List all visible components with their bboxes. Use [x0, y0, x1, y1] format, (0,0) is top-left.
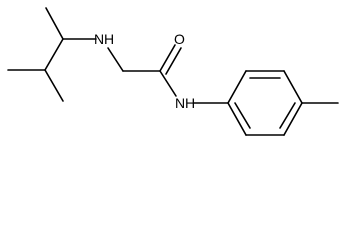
bond-carbonyl-to-nh	[159, 70, 177, 97]
atom-labels: N H O N H	[94, 31, 195, 111]
ring-bond-6	[227, 102, 247, 136]
bond-carbonyl-double-a	[159, 44, 176, 72]
ring-bond-1	[227, 70, 247, 104]
atom-o-carbonyl: O	[174, 31, 185, 47]
bond-carbonyl-double-b	[165, 47, 182, 75]
bond-nh-to-ch2	[107, 47, 124, 72]
structure-svg: N H O N H	[7, 7, 339, 136]
ring-inner-bond-right	[279, 102, 296, 129]
ring-inner-bond-left	[234, 102, 251, 129]
bond-methyl-lower	[44, 69, 64, 102]
molecule-diagram: N H O N H	[7, 7, 339, 136]
atom-n-secondary: N	[94, 31, 104, 47]
atom-n-amide: N	[175, 95, 185, 111]
bonds	[7, 7, 339, 136]
bond-ch-to-ch	[44, 38, 64, 71]
ring-bond-4	[283, 102, 303, 136]
atom-h-secondary: H	[104, 31, 114, 47]
bond-methyl-top	[45, 7, 64, 40]
ring-bond-3	[283, 70, 303, 104]
atom-h-amide: H	[185, 95, 195, 111]
